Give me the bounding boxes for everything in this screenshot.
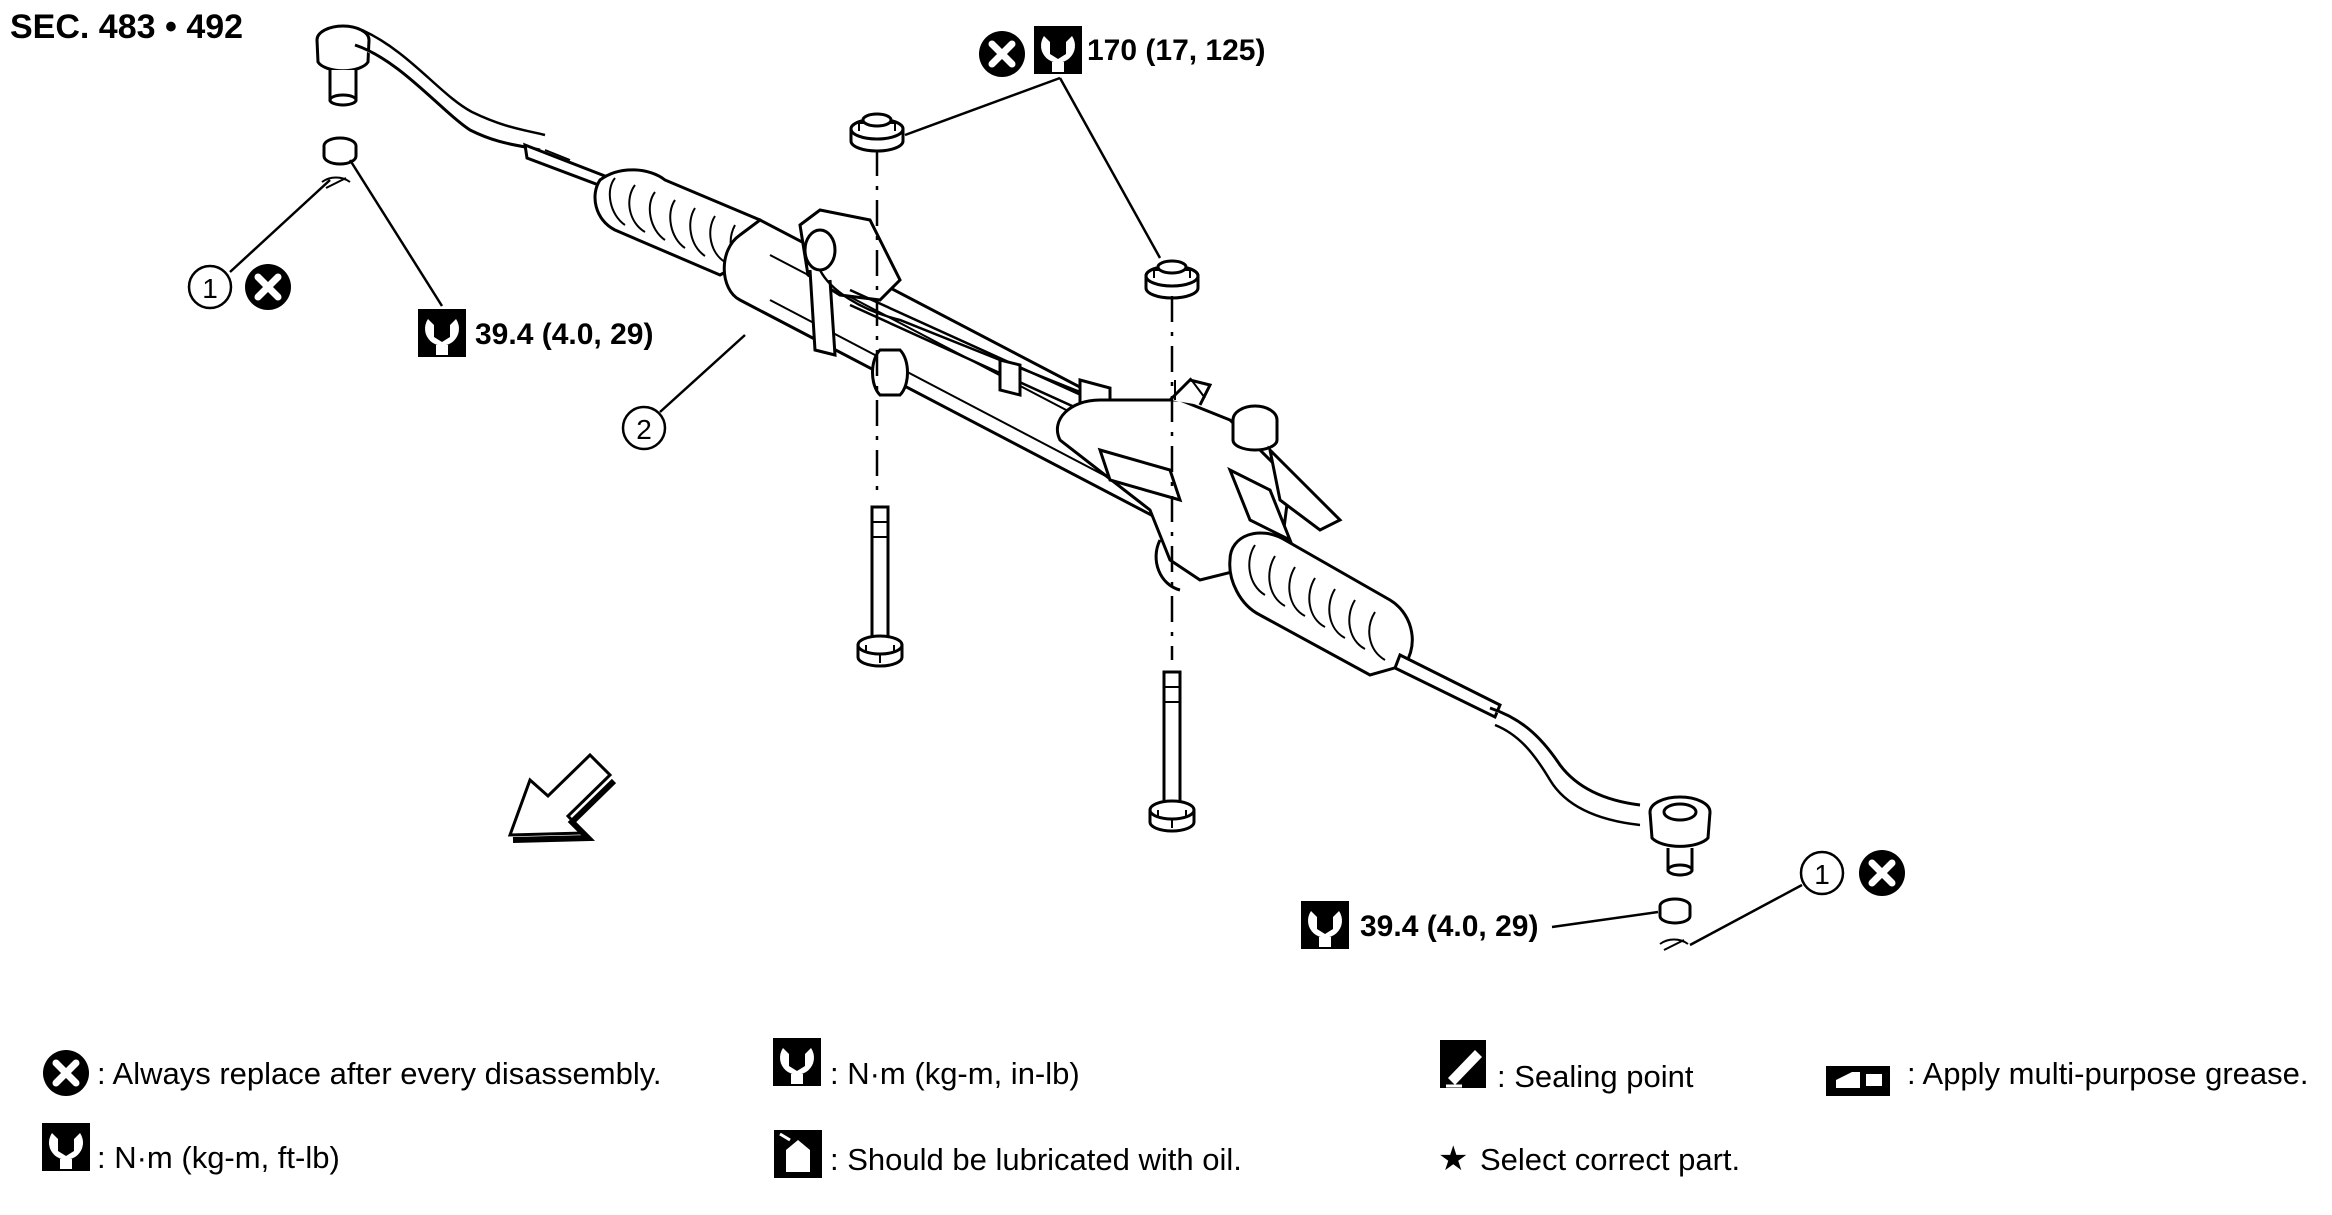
callout-item-1-right: 1	[1689, 850, 1905, 947]
rack-housing	[722, 208, 1343, 592]
torque-wrench-icon	[418, 309, 466, 357]
torque-wrench-icon	[1034, 26, 1082, 74]
torque-wrench-icon	[42, 1123, 90, 1171]
svg-text:Select correct part.: Select correct part.	[1480, 1142, 1740, 1177]
tie-rod-end-left	[315, 24, 546, 189]
legend-replace: : Always replace after every disassembly…	[43, 1050, 662, 1096]
svg-text:170 (17, 125): 170 (17, 125)	[1087, 34, 1265, 67]
torque-wrench-icon	[773, 1038, 821, 1086]
replace-icon	[43, 1050, 89, 1096]
svg-text:1: 1	[202, 273, 218, 304]
svg-text:: Always replace after every d: : Always replace after every disassembly…	[97, 1056, 662, 1091]
legend-torque-in-lb: : N·m (kg-m, in-lb)	[773, 1038, 1080, 1091]
svg-text:: N·m (kg-m, in-lb): : N·m (kg-m, in-lb)	[830, 1056, 1080, 1091]
callout-item-2: 2	[621, 334, 746, 451]
steering-gear-assembly	[315, 24, 1712, 951]
svg-text:39.4 (4.0, 29): 39.4 (4.0, 29)	[1360, 910, 1538, 943]
legend-lubricate-oil: : Should be lubricated with oil.	[774, 1130, 1242, 1178]
replace-icon	[1859, 850, 1905, 896]
svg-text:: Apply multi-purpose grease.: : Apply multi-purpose grease.	[1907, 1056, 2309, 1091]
oil-can-icon	[774, 1130, 822, 1178]
legend-torque-ft-lb: : N·m (kg-m, ft-lb)	[42, 1123, 340, 1175]
svg-text:2: 2	[636, 414, 652, 445]
boot-right	[1228, 531, 1414, 677]
callout-tie-rod-left-torque: 39.4 (4.0, 29)	[348, 159, 653, 357]
front-direction-arrow	[507, 752, 617, 843]
mount-bolt-left	[856, 505, 904, 668]
svg-text:: Sealing point: : Sealing point	[1497, 1059, 1694, 1094]
svg-text:: N·m (kg-m, ft-lb): : N·m (kg-m, ft-lb)	[97, 1140, 340, 1175]
section-label: SEC. 483 • 492	[10, 8, 243, 46]
legend-select-part: ★ Select correct part.	[1438, 1140, 1740, 1178]
legend: : Always replace after every disassembly…	[42, 1038, 2309, 1178]
replace-icon	[979, 31, 1025, 77]
callout-item-1-left: 1	[187, 179, 331, 310]
sealing-point-icon	[1440, 1040, 1486, 1088]
callout-tie-rod-right-torque: 39.4 (4.0, 29)	[1301, 901, 1659, 949]
legend-grease: : Apply multi-purpose grease.	[1826, 1056, 2309, 1096]
star-icon: ★	[1438, 1140, 1468, 1178]
replace-icon	[245, 264, 291, 310]
mount-bolt-right	[1148, 670, 1196, 833]
svg-text:39.4 (4.0, 29): 39.4 (4.0, 29)	[475, 318, 653, 351]
tie-rod-end-right	[1489, 706, 1712, 951]
callout-nut-torque: 170 (17, 125)	[904, 26, 1265, 259]
svg-text:: Should be lubricated with oi: : Should be lubricated with oil.	[830, 1142, 1242, 1177]
mount-nut-upper-right	[1144, 259, 1200, 300]
legend-sealing-point: : Sealing point	[1440, 1040, 1694, 1094]
mount-nut-upper-left	[849, 112, 905, 153]
svg-text:1: 1	[1814, 859, 1830, 890]
grease-gun-icon	[1826, 1066, 1890, 1096]
torque-wrench-icon	[1301, 901, 1349, 949]
